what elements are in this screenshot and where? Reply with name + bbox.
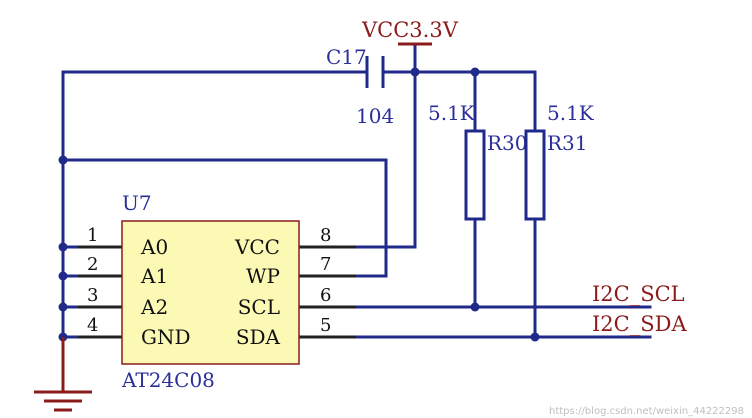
power-symbol: VCC3.3V (361, 18, 459, 46)
chip-pin-number: 8 (320, 225, 331, 246)
junction-r30-scl (470, 302, 480, 312)
chip-pin-number: 4 (87, 315, 98, 336)
capacitor-ref: C17 (326, 45, 367, 69)
chip-pin-name: GND (141, 325, 191, 349)
junction-pin3 (58, 302, 68, 312)
resistor-r30-value: 5.1K (428, 101, 476, 125)
resistor-r31-value: 5.1K (547, 101, 595, 125)
junction-pin2 (58, 271, 68, 281)
resistor-r31-body (524, 129, 546, 221)
chip-pin-number: 7 (320, 254, 331, 275)
chip-pin-name: A0 (140, 235, 168, 259)
chip-pin-name: A2 (140, 295, 168, 319)
net-label-scl: I2C_SCL (592, 282, 685, 306)
chip-body (121, 220, 300, 365)
resistor-r31-ref: R31 (547, 131, 588, 155)
chip-pin-number: 5 (320, 315, 331, 336)
junction-r30-top (470, 67, 480, 77)
wires (61, 42, 652, 372)
chip-pin-number: 3 (87, 285, 98, 306)
junctions (58, 67, 540, 342)
chip-pin-name: SCL (238, 295, 280, 319)
chip-part: AT24C08 (121, 368, 215, 392)
power-label: VCC3.3V (361, 18, 459, 42)
net-labels: I2C_SCL I2C_SDA (592, 282, 687, 336)
net-label-sda: I2C_SDA (592, 312, 687, 336)
ground-symbol (34, 337, 92, 412)
resistor-r31: 5.1K R31 (524, 101, 595, 221)
chip-pin-name: A1 (140, 264, 168, 288)
chip-pin-number: 6 (320, 285, 331, 306)
junction-left-wp (58, 155, 68, 165)
junction-pin1 (58, 242, 68, 252)
chip-ref: U7 (122, 191, 152, 215)
chip-pin-number: 2 (87, 254, 98, 275)
chip-pin-name: VCC (234, 235, 280, 259)
resistor-r30: 5.1K R30 (428, 101, 528, 221)
capacitor-c17: C17 104 (326, 45, 394, 128)
watermark-text: https://blog.csdn.net/weixin_44222298 (549, 406, 744, 417)
chip-pin-name: SDA (236, 325, 281, 349)
capacitor-value: 104 (356, 104, 394, 128)
resistor-r30-ref: R30 (487, 131, 528, 155)
chip-pin-name: WP (246, 264, 280, 288)
chip-u7: U7 AT24C08 1 2 3 4 A0 A1 A2 GND VCC WP S… (78, 191, 356, 392)
junction-vcc (410, 67, 420, 77)
chip-pin-number: 1 (87, 225, 98, 246)
resistor-r30-body (464, 129, 486, 221)
junction-r31-sda (530, 332, 540, 342)
